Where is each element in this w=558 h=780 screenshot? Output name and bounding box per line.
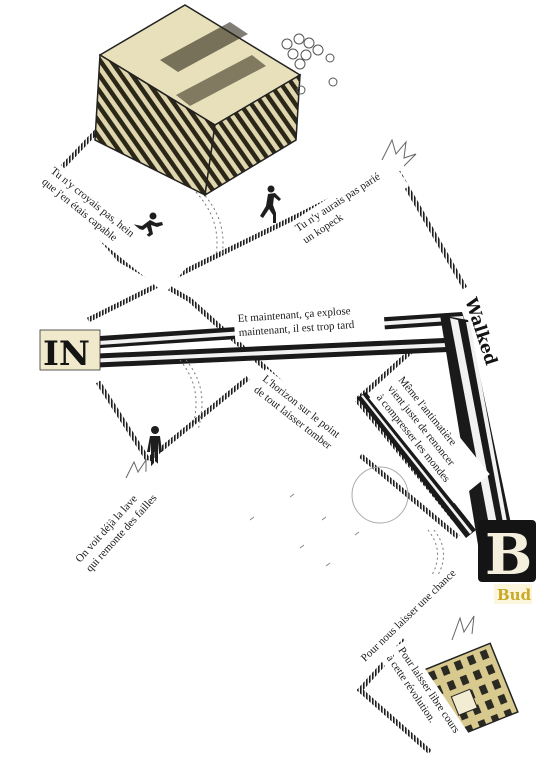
running-man-icon <box>131 212 163 241</box>
caption-explose: Et maintenant, ça explose maintenant, il… <box>233 299 386 343</box>
b-sign: B <box>478 520 536 588</box>
band-diagonal <box>440 315 514 545</box>
radiator-image <box>94 4 302 197</box>
caption-croyais: Tu n'y croyais pas, hein que j'en étais … <box>33 160 187 294</box>
in-label: IN <box>43 334 90 374</box>
caption-horizon: L'horizon sur le point de tout laisser t… <box>246 368 368 473</box>
b-label: B <box>485 522 532 588</box>
bubbles-icon <box>281 33 338 95</box>
standing-man-icon <box>147 426 162 466</box>
caption-chance: Pour nous laisser une chance <box>353 551 475 670</box>
caption-lave: On voit déjà la lave qui remonte des fai… <box>68 461 180 580</box>
bud-label: Bud <box>497 586 532 604</box>
band-antimatter <box>357 392 476 538</box>
band-lower <box>42 338 448 370</box>
caption-kopeck: Tu n'y aurais pas parié un kopeck <box>288 157 409 253</box>
scatter-marks <box>249 493 360 567</box>
walking-man-icon <box>260 185 281 223</box>
bud-sign: Bud <box>494 584 532 604</box>
dashed-trails <box>179 191 444 576</box>
in-sign: IN <box>39 329 101 374</box>
